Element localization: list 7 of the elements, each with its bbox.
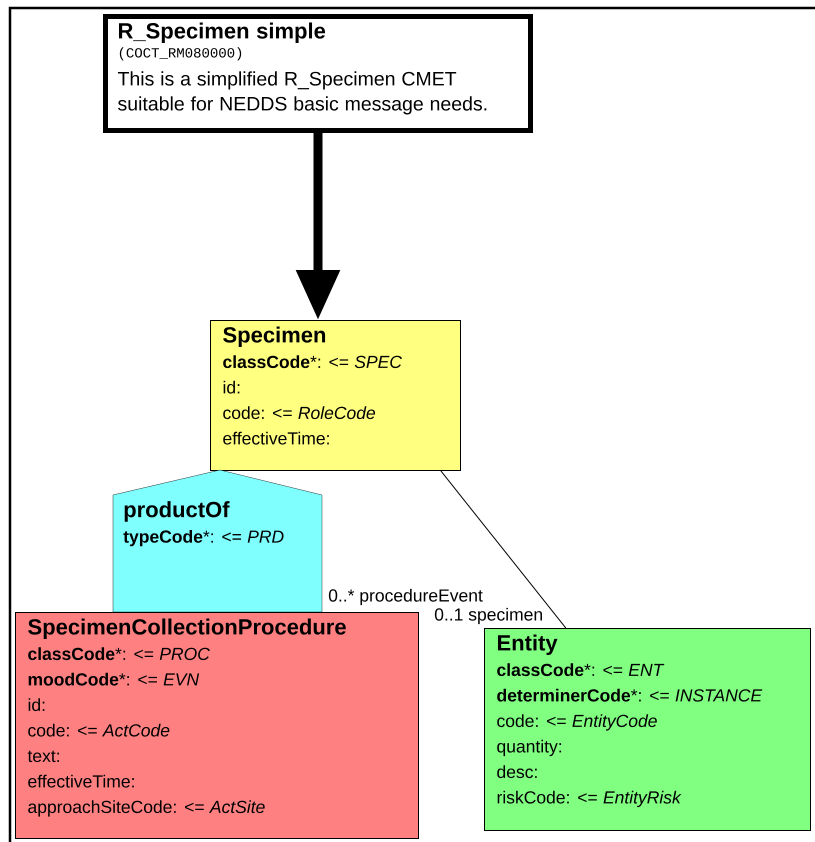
edge-label: 0..1 specimen xyxy=(433,606,544,626)
class-box: Specimen classCode*: <= SPEC id: code: <= RoleCode effectiveTime: xyxy=(210,320,461,471)
title-box: R_Specimen simple (COCT_RM080000) This is a simplified R_Specimen CMET suitable for NEDDS basic message needs. xyxy=(103,14,533,133)
connector-line xyxy=(440,470,566,628)
role-label: 0..* procedureEvent xyxy=(328,588,483,606)
class-box: SpecimenCollectionProcedure classCode*: <= PROC moodCode*: <= EVN id: code: <= ActCode text: effectiveTime: approachSiteCode: <= ActSite xyxy=(15,612,419,839)
class-box: Entity classCode*: <= ENT determinerCode*: <= INSTANCE code: <= EntityCode quantity: desc: riskCode: <= EntityRisk xyxy=(484,628,811,831)
